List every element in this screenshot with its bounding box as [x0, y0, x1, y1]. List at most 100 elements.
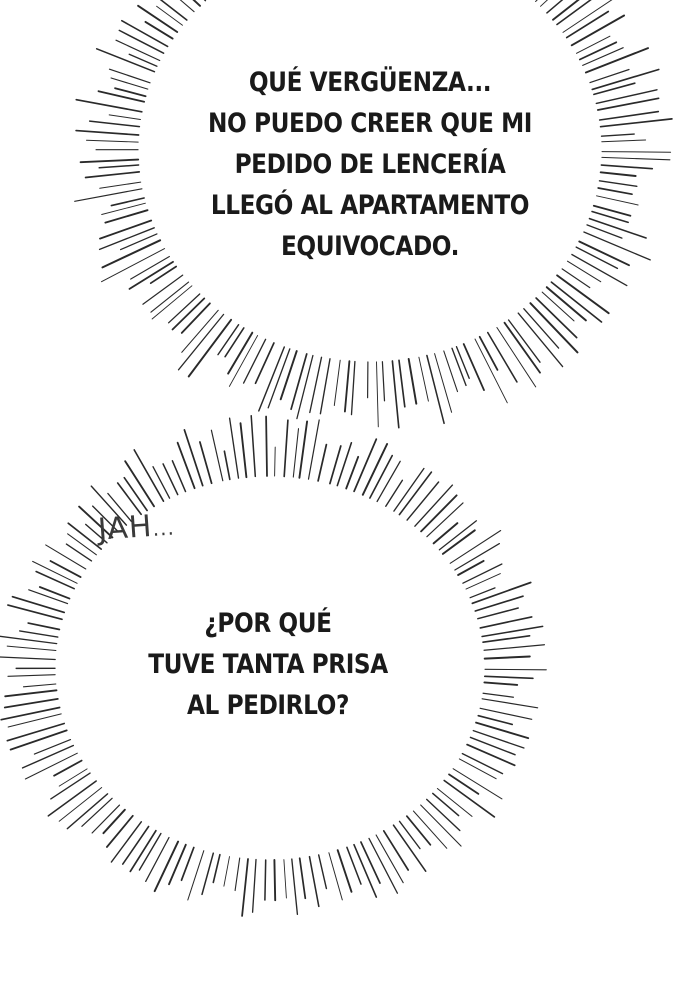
burst-line — [22, 683, 57, 688]
burst-line — [472, 729, 525, 749]
bubble-1-line: LLEGÓ AL APARTAMENTO — [210, 190, 530, 221]
burst-line — [333, 359, 341, 406]
burst-line — [298, 857, 307, 900]
burst-line — [99, 219, 153, 240]
burst-line — [523, 308, 560, 349]
burst-line — [298, 420, 309, 479]
burst-line — [290, 353, 308, 411]
burst-line — [199, 441, 213, 485]
burst-line — [180, 846, 195, 882]
burst-line — [376, 361, 379, 428]
burst-line — [153, 840, 180, 893]
burst-line — [479, 707, 533, 720]
burst-line — [4, 689, 58, 698]
burst-line — [479, 616, 533, 629]
burst-line — [432, 792, 460, 817]
burst-line — [350, 360, 356, 416]
burst-line — [503, 321, 541, 374]
burst-line — [254, 342, 275, 385]
burst-line — [58, 787, 103, 822]
burst-line — [398, 359, 406, 408]
burst-line — [317, 854, 328, 890]
burst-line — [19, 630, 59, 638]
burst-line — [598, 180, 638, 188]
burst-line — [319, 358, 331, 415]
burst-line — [217, 323, 240, 356]
burst-line — [599, 171, 637, 177]
burst-line — [58, 768, 88, 787]
burst-line — [145, 836, 170, 883]
burst-line — [28, 589, 69, 605]
burst-line — [99, 181, 142, 189]
burst-line — [426, 354, 445, 425]
burst-line — [267, 348, 291, 409]
burst-line — [600, 133, 635, 137]
burst-line — [24, 752, 78, 780]
burst-line — [241, 858, 249, 917]
burst-line — [382, 830, 410, 871]
burst-line — [142, 274, 184, 305]
burst-line — [273, 859, 277, 902]
burst-line — [74, 188, 143, 202]
burst-line — [466, 743, 516, 767]
burst-line — [159, 0, 188, 21]
burst-line — [90, 485, 128, 526]
burst-line — [565, 10, 610, 39]
burst-line — [307, 419, 320, 480]
burst-line — [149, 265, 178, 285]
burst-line — [7, 713, 62, 728]
burst-line — [228, 335, 259, 387]
burst-line — [462, 343, 485, 391]
burst-line — [9, 729, 68, 751]
burst-line — [336, 442, 353, 487]
burst-line — [487, 331, 518, 383]
burst-line — [535, 0, 538, 2]
burst-line — [597, 187, 633, 196]
burst-line — [86, 139, 139, 143]
burst-line — [405, 815, 432, 846]
burst-line — [224, 327, 245, 358]
burst-line — [97, 90, 146, 103]
burst-line — [477, 714, 514, 726]
burst-line — [85, 523, 108, 544]
burst-line — [7, 604, 63, 621]
burst-line — [11, 595, 66, 614]
burst-line — [128, 260, 174, 290]
burst-line — [482, 634, 531, 644]
thought-bubble-1-burst — [74, 0, 673, 429]
burst-line — [566, 260, 602, 283]
burst-line — [296, 354, 314, 420]
bubble-1-line: QUÉ VERGÜENZA... — [248, 67, 492, 98]
burst-line — [412, 810, 448, 849]
burst-line — [116, 482, 142, 516]
burst-line — [593, 82, 636, 96]
burst-line — [81, 797, 113, 827]
burst-line — [436, 787, 473, 817]
burst-line — [171, 460, 187, 493]
burst-line — [88, 120, 141, 128]
burst-line — [451, 347, 467, 387]
burst-line — [104, 209, 149, 224]
burst-line — [575, 35, 611, 54]
burst-line — [162, 463, 179, 496]
bubble-1-line: PEDIDO DE LENCERÍA — [234, 149, 506, 180]
burst-line — [426, 798, 461, 832]
burst-line — [152, 466, 171, 499]
sound-effect: JAH... — [96, 507, 176, 548]
burst-line — [201, 852, 215, 896]
burst-line — [210, 429, 224, 482]
burst-line — [469, 587, 496, 599]
burst-line — [49, 560, 82, 579]
burst-line — [308, 855, 320, 908]
burst-line — [545, 286, 587, 322]
bubble-1-line: EQUIVOCADO. — [280, 231, 459, 262]
burst-line — [176, 441, 196, 490]
burst-line — [345, 455, 360, 490]
sound-effect-text: JAH — [96, 508, 154, 548]
burst-line — [279, 350, 298, 401]
burst-line — [123, 476, 148, 512]
burst-line — [0, 656, 56, 661]
burst-line — [461, 752, 504, 775]
burst-line — [471, 581, 532, 605]
burst-line — [124, 460, 155, 508]
